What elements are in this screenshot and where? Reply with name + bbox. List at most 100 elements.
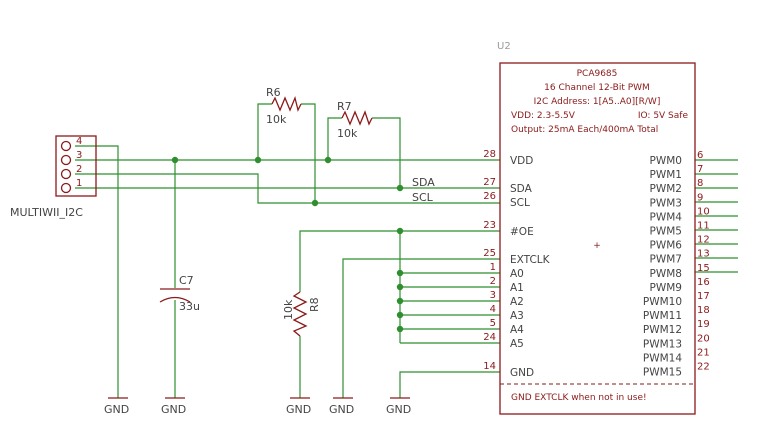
wire-gnd-connector [75,145,119,398]
resistor-value: 10k [282,299,295,320]
ic-right-pin-name: PWM0 [650,155,682,167]
junction-dot [396,297,404,305]
resistor-r7[interactable]: R7 10k [337,100,373,140]
ic-right-pin-number: 19 [697,319,710,330]
resistor-r8[interactable]: 10k R8 [282,291,321,337]
junction-dot [324,156,332,164]
ic-right-pin-name: PWM6 [650,240,683,252]
ic-left-pin-name: A2 [510,296,524,308]
capacitor-value: 33u [179,300,200,313]
ic-right-pin-number: 20 [697,333,710,344]
ic-left-pin-number: 24 [483,332,496,343]
ground-symbols: GND GND GND GND GND [104,397,411,416]
ic-right-pin-number: 16 [697,277,710,288]
ic-address: I2C Address: 1[A5..A0][R/W] [534,97,661,107]
ic-right-pin-number: 18 [697,305,710,316]
junction-dot [254,156,262,164]
ic-right-pin-name: PWM2 [650,183,682,195]
ic-left-pin-number: 14 [483,361,496,372]
ic-right-pin-name: PWM1 [650,169,682,181]
ic-right-pin-name: PWM7 [650,254,682,266]
ic-left-pin-number: 28 [483,149,496,160]
ic-right-pin-number: 11 [697,221,710,232]
resistor-zigzag [271,95,302,112]
connector-pin [60,140,72,152]
capacitor-ref: C7 [179,274,194,287]
resistor-r6[interactable]: R6 10k [266,86,302,126]
resistor-value: 10k [337,127,358,140]
ic-right-pin-number: 10 [697,206,710,217]
ic-right-pin-name: PWM11 [643,310,682,322]
wire-pwm-outputs [695,159,738,273]
wire-address-pins [400,272,500,344]
ic-left-pin-number: 23 [483,220,496,231]
connector-pin-number: 1 [76,178,82,189]
ic-left-pin-name: SCL [510,197,530,209]
ic-left-pin-name: #OE [510,226,534,238]
junction-dot [311,199,319,207]
ic-right-pin-name: PWM10 [643,296,682,308]
ic-body [499,62,696,415]
resistor-zigzag [292,291,308,337]
ic-right-pin-number: 21 [697,347,710,358]
ic-pca9685[interactable]: U2 PCA9685 16 Channel 12-Bit PWM I2C Add… [483,41,710,415]
net-label-sda: SDA [412,176,435,189]
ic-left-pin-name: EXTCLK [510,254,551,266]
resistor-zigzag [341,110,373,126]
wire-r6-left [257,103,272,160]
ic-left-pin-name: SDA [510,183,533,195]
ic-right-pin-number: 9 [697,192,703,203]
junction-dot [396,283,404,291]
junction-dot [396,227,404,235]
ic-left-pin-number: 4 [490,304,496,315]
junction-dot [396,325,404,333]
ic-subtitle: 16 Channel 12-Bit PWM [544,83,650,93]
ic-left-pin-name: A1 [510,282,524,294]
wire-r6-right [301,103,316,203]
ground-symbol: GND [161,397,186,416]
ic-left-pin-number: 3 [490,290,496,301]
ic-vdd-range: VDD: 2.3-5.5V [511,111,576,121]
capacitor-c7[interactable]: C7 33u [159,274,200,313]
ground-label: GND [329,403,354,416]
ic-pins: VDD28SDA27SCL26#OE23EXTCLK25A01A12A23A34… [483,149,709,379]
ic-right-pin-name: PWM8 [650,268,682,280]
ic-left-pin-name: A5 [510,338,524,350]
wires [75,103,738,398]
wire-extclk [342,258,500,398]
ic-left-pin-name: GND [510,367,534,379]
ic-right-pin-name: PWM13 [643,338,682,350]
ic-left-pin-number: 25 [483,248,496,259]
connector-pin-number: 3 [76,150,82,161]
connector-multiwii-i2c[interactable]: 4 3 2 1 MULTIWII_I2C [10,135,97,219]
resistor-ref: R8 [308,297,321,312]
ground-symbol: GND [329,397,354,416]
ic-right-pin-number: 12 [697,235,710,246]
ic-footer-note: GND EXTCLK when not in use! [511,393,647,403]
ic-left-pin-name: A0 [510,268,524,280]
ground-label: GND [104,403,129,416]
ic-title: PCA9685 [577,69,618,79]
ic-right-pin-name: PWM15 [643,367,682,379]
ground-label: GND [286,403,311,416]
ic-right-pin-number: 22 [697,362,710,373]
connector-pin-number: 2 [76,164,82,175]
ic-right-pin-number: 17 [697,291,710,302]
wire-ic-gnd [399,371,500,398]
ground-label: GND [386,403,411,416]
ic-ref: U2 [497,41,511,52]
wire-r7-left [327,117,342,160]
ground-symbol: GND [104,397,129,416]
junctions [171,156,404,333]
resistor-ref: R7 [337,100,352,113]
connector-pin [60,154,72,166]
ic-left-pin-number: 27 [483,177,496,188]
junction-dot [396,311,404,319]
ic-left-pin-number: 2 [490,276,496,287]
ic-right-pin-name: PWM3 [650,197,682,209]
ground-label: GND [161,403,186,416]
wire-r7-right [372,117,401,188]
ic-left-pin-name: A3 [510,310,524,322]
